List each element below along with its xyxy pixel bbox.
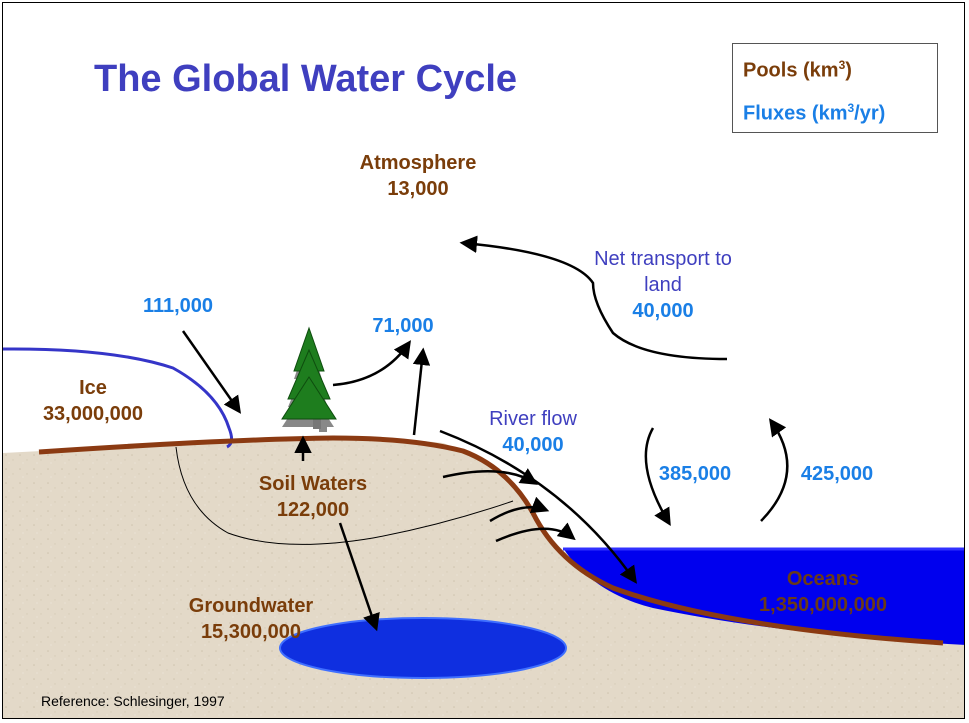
legend-fluxes: Fluxes (km3/yr)	[743, 101, 885, 126]
surface-runoff-arrow	[439, 429, 638, 584]
legend-fluxes-sup: 3	[847, 101, 855, 115]
tree-icon	[281, 326, 337, 432]
net-transport-arrow	[459, 235, 728, 361]
atmosphere-value: 13,000	[387, 178, 449, 200]
legend-pools-suffix: )	[845, 59, 852, 82]
ice-value: 33,000,000	[42, 403, 144, 425]
soil-flow-arrow-2	[489, 496, 550, 523]
ice-sheet	[3, 347, 234, 449]
oceans-label: Oceans 1,350,000,000	[738, 566, 908, 618]
legend-fluxes-text: Fluxes (km	[743, 102, 848, 125]
net-transport-text-1: Net transport to	[594, 248, 732, 270]
diagram-title: The Global Water Cycle	[94, 58, 518, 100]
soil-waters-name: Soil Waters	[258, 473, 368, 495]
net-transport-label: Net transport to land 40,000	[568, 246, 758, 324]
oceans-value: 1,350,000,000	[759, 594, 887, 616]
groundwater-name: Groundwater	[188, 595, 314, 617]
ocean-evap-arrow	[760, 418, 789, 522]
groundwater-value: 15,300,000	[200, 621, 302, 643]
legend-pools: Pools (km3)	[743, 58, 852, 83]
ice-precip-arrow	[181, 330, 242, 414]
water-cycle-scene	[3, 235, 964, 718]
reference-text: Reference: Schlesinger, 1997	[41, 693, 225, 709]
river-flow-value: 40,000	[502, 434, 564, 456]
legend-fluxes-suffix: /yr)	[854, 102, 886, 125]
land-evap-arrow	[412, 347, 431, 436]
atmosphere-label: Atmosphere 13,000	[348, 150, 488, 202]
ice-label: Ice 33,000,000	[23, 375, 163, 427]
net-transport-text-2: land	[644, 274, 682, 296]
groundwater-pool	[280, 618, 566, 678]
ground	[3, 437, 964, 718]
net-transport-value: 40,000	[632, 300, 694, 322]
land-surface-line	[38, 435, 944, 646]
groundwater-label: Groundwater 15,300,000	[171, 593, 331, 645]
legend-pools-sup: 3	[838, 58, 846, 72]
land-evap-flux: 71,000	[372, 315, 434, 337]
river-flow-text: River flow	[489, 408, 577, 430]
ocean-precip-arrow	[644, 427, 671, 527]
groundwater-recharge-arrow	[338, 522, 380, 632]
tree-transpiration-arrow	[332, 340, 411, 387]
legend-pools-text: Pools (km	[743, 59, 839, 82]
ocean-evap-flux: 425,000	[800, 463, 874, 485]
ice-precip-flux: 111,000	[142, 295, 214, 317]
soil-waters-label: Soil Waters 122,000	[243, 471, 383, 523]
ocean-precip-flux: 385,000	[658, 463, 732, 485]
soil-flow-arrow-1	[442, 468, 538, 485]
soil-waters-value: 122,000	[276, 499, 350, 521]
soil-flow-arrow-3	[495, 522, 576, 543]
ice-name: Ice	[79, 377, 107, 399]
soil-boundary-line	[175, 446, 514, 545]
river-flow-label: River flow 40,000	[473, 406, 593, 458]
atmosphere-name: Atmosphere	[359, 152, 477, 174]
legend-box: Pools (km3) Fluxes (km3/yr)	[732, 43, 938, 133]
oceans-name: Oceans	[786, 568, 860, 590]
ocean	[563, 548, 964, 645]
